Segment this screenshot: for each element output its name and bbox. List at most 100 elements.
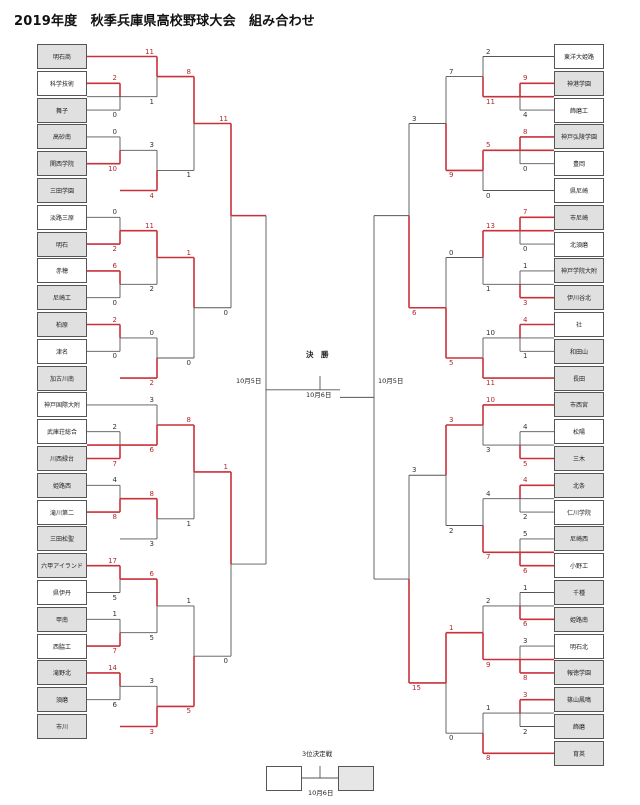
score: 5 (149, 633, 154, 642)
score: 15 (412, 683, 421, 692)
third-place-left-slot (266, 766, 302, 791)
team-box: 篠山鳳鳴 (554, 687, 604, 713)
score: 5 (523, 529, 528, 538)
team-box: 姫路西 (37, 472, 87, 498)
score: 3 (523, 637, 528, 646)
team-box: 六甲アイランド (37, 553, 87, 579)
score: 1 (523, 583, 528, 592)
score: 8 (112, 513, 117, 522)
score: 0 (186, 359, 191, 367)
team-box: 関西学院 (37, 151, 87, 177)
score: 3 (486, 446, 491, 455)
team-box: 赤穂 (37, 258, 87, 284)
team-box: 豊岡 (554, 151, 604, 177)
team-box: 舞子 (37, 97, 87, 123)
final-date: 10月6日 (306, 391, 332, 399)
team-box: 武庫荘総合 (37, 419, 87, 445)
score: 3 (149, 395, 154, 404)
score: 2 (149, 285, 154, 294)
score: 1 (186, 596, 191, 605)
score: 0 (149, 328, 154, 337)
score: 0 (486, 191, 491, 200)
score: 3 (523, 690, 528, 699)
score: 5 (486, 141, 491, 150)
team-box: 須磨 (37, 687, 87, 713)
score: 1 (486, 704, 491, 713)
score: 17 (108, 556, 117, 565)
score: 3 (412, 114, 417, 123)
score: 2 (112, 245, 117, 254)
score: 10 (108, 164, 117, 173)
score: 11 (219, 114, 228, 123)
score: 6 (149, 446, 154, 455)
team-box: 明石 (37, 231, 87, 257)
score: 1 (186, 171, 191, 180)
score: 3 (412, 466, 417, 475)
third-place-label: 3位決定戦 (302, 750, 333, 758)
score: 0 (523, 245, 528, 254)
team-box: 科学技術 (37, 70, 87, 96)
score: 11 (486, 379, 495, 388)
score: 2 (523, 513, 528, 522)
score: 1 (223, 462, 228, 471)
score: 4 (112, 476, 117, 485)
score: 2 (486, 47, 491, 56)
team-box: 東洋大姫路 (554, 44, 604, 69)
score: 0 (112, 111, 117, 120)
team-box: 神戸学院大附 (554, 258, 604, 284)
score: 9 (449, 171, 454, 180)
team-box: 県尼崎 (554, 178, 604, 203)
score: 1 (449, 623, 454, 632)
team-box: 西脇工 (37, 633, 87, 659)
score: 2 (112, 315, 117, 324)
score: 0 (223, 308, 228, 317)
score: 1 (523, 261, 528, 270)
final-label: 決 勝 (306, 350, 329, 359)
team-box: 津名 (37, 338, 87, 364)
score: 6 (412, 308, 417, 317)
team-box: 北条 (554, 472, 604, 498)
score: 3 (149, 677, 154, 686)
right-semifinal-date: 10月5日 (378, 377, 404, 385)
team-box: 高砂南 (37, 124, 87, 150)
score: 7 (112, 647, 117, 656)
score: 5 (449, 359, 454, 367)
score: 8 (523, 673, 528, 682)
score: 1 (112, 610, 117, 619)
team-box: 市尼崎 (554, 204, 604, 230)
score: 2 (449, 526, 454, 535)
score: 7 (523, 208, 528, 217)
score: 2 (112, 74, 117, 83)
score: 1 (523, 352, 528, 361)
score: 11 (145, 47, 154, 56)
score: 8 (186, 67, 191, 76)
score: 0 (523, 164, 528, 173)
score: 10 (486, 328, 495, 337)
score: 6 (523, 566, 528, 575)
team-box: 柏原 (37, 312, 87, 337)
team-box: 伊川谷北 (554, 285, 604, 311)
team-box: 仁川学院 (554, 499, 604, 525)
third-place-right-slot (338, 766, 374, 791)
score: 2 (149, 379, 154, 388)
team-box: 明石北 (554, 633, 604, 659)
score: 3 (449, 416, 454, 424)
score: 2 (523, 727, 528, 736)
score: 0 (112, 208, 117, 217)
score: 0 (449, 734, 454, 743)
score: 0 (112, 352, 117, 361)
score: 14 (108, 663, 117, 672)
team-box: 滝川第二 (37, 499, 87, 525)
score: 0 (449, 248, 454, 257)
score: 0 (112, 127, 117, 136)
score: 7 (486, 553, 491, 562)
score: 0 (112, 298, 117, 307)
team-box: 神戸国際大附 (37, 392, 87, 418)
team-box: 尼崎工 (37, 285, 87, 311)
score: 8 (186, 416, 191, 424)
score: 7 (449, 67, 454, 76)
score: 4 (149, 191, 154, 200)
team-box: 神港学園 (554, 70, 604, 96)
score: 0 (223, 657, 228, 666)
